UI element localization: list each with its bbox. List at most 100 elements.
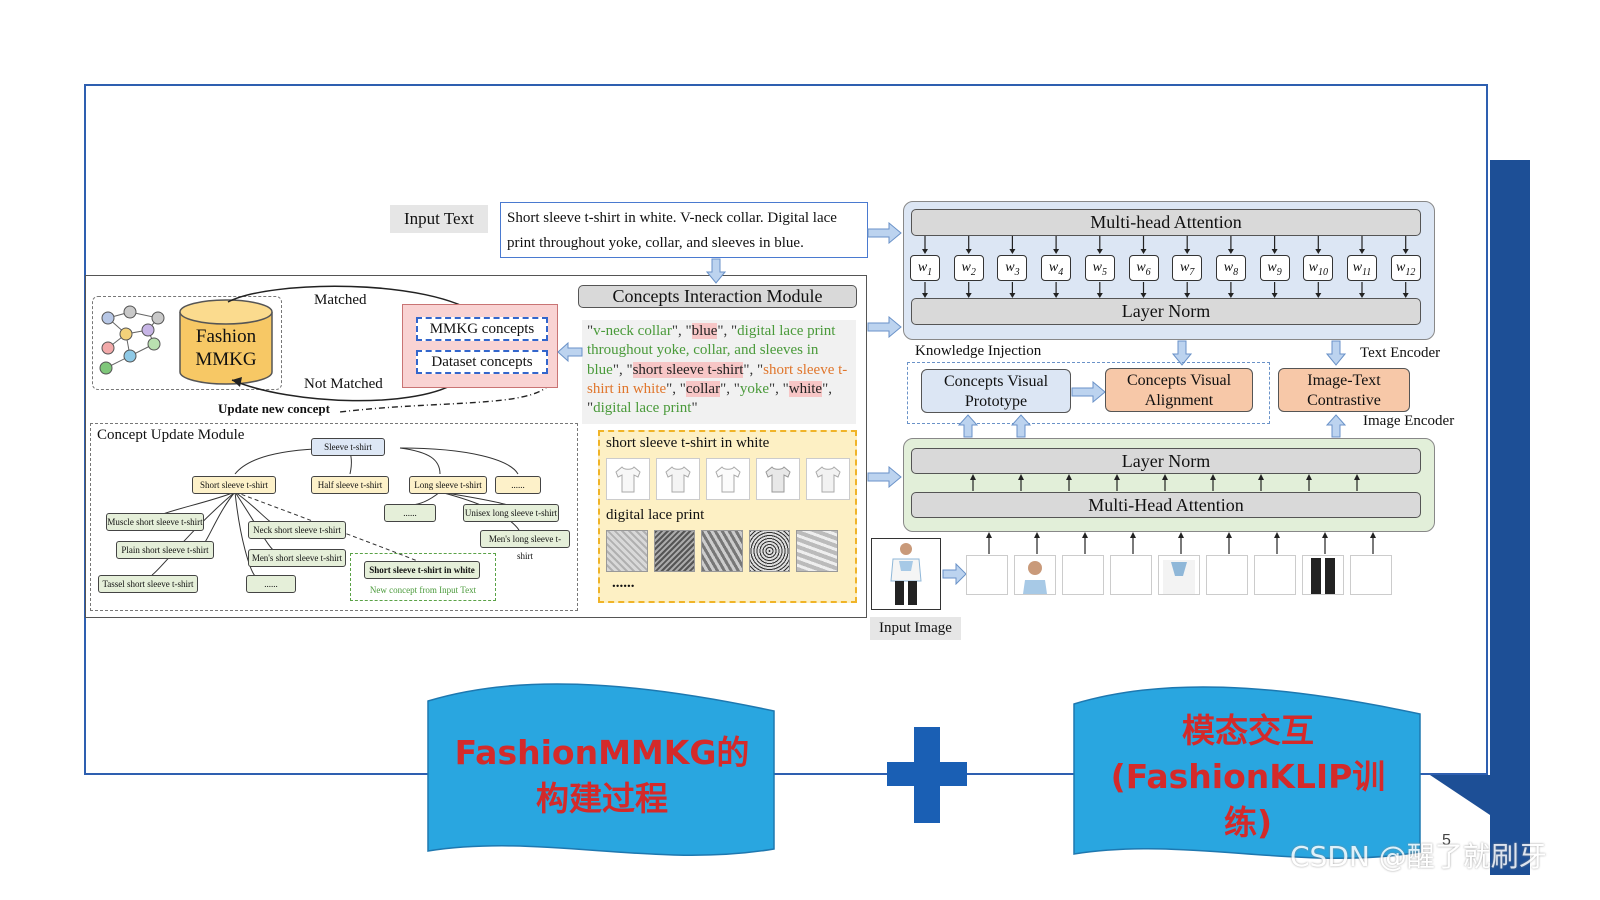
arrow-left-icon — [557, 341, 583, 363]
tshirt-icon — [715, 466, 741, 493]
weight-arrowhead — [1009, 249, 1016, 254]
matched-label: Matched — [314, 292, 367, 308]
mmkg-concepts: MMKG concepts — [416, 317, 548, 341]
new-concept-caption: New concept from Input Text — [369, 585, 477, 595]
layernorm-arrows — [970, 474, 1360, 491]
image-text-contrastive: Image-Text Contrastive — [1278, 368, 1410, 412]
concept-fragment: ", " — [769, 380, 789, 397]
weight-index: 9 — [1276, 266, 1282, 278]
input-text-label: Input Text — [390, 205, 488, 233]
left-banner-shape — [427, 683, 775, 856]
tree-node-long: Long sleeve t-shirt — [409, 476, 487, 494]
database-icon — [179, 299, 273, 385]
weight-arrowhead — [965, 249, 972, 254]
tshirt-image — [706, 458, 750, 500]
weight-w2: w2 — [953, 255, 984, 281]
knowledge-injection-label: Knowledge Injection — [915, 343, 1042, 359]
concept-fragment: ", " — [587, 380, 832, 417]
up-arrowhead — [1018, 474, 1024, 480]
arrow-up-icon — [958, 414, 978, 438]
image-patch — [1158, 555, 1200, 595]
tree-node-mens: Men's short sleeve t-shirt — [248, 549, 346, 567]
arrow-up-icon — [1326, 414, 1346, 438]
left-panel — [85, 275, 867, 618]
layer-norm-top: Layer Norm — [911, 298, 1421, 325]
concept-fragment: ", " — [743, 361, 764, 378]
up-arrowhead — [1210, 474, 1216, 480]
weight-symbol: w — [1092, 260, 1102, 275]
weight-w8: w8 — [1215, 255, 1246, 281]
image-encoder-label: Image Encoder — [1363, 413, 1455, 429]
concepts-interaction-module: Concepts Interaction Module — [578, 285, 857, 308]
tree-node-unisex: Unisex long sleeve t-shirt — [463, 504, 559, 522]
pants-patch-icon — [1311, 558, 1335, 594]
concept-fragment: digital lace print — [593, 400, 692, 417]
shirt-patch-icon — [1163, 560, 1195, 594]
weight-arrowhead — [922, 293, 928, 298]
up-arrowhead — [1082, 532, 1088, 538]
tree-node-tassel: Tassel short sleeve t-shirt — [98, 575, 198, 593]
right-decor-band — [1490, 160, 1530, 875]
weight-arrowhead — [1096, 293, 1103, 298]
right-decor-triangle — [1430, 775, 1490, 815]
weight-index: 10 — [1317, 266, 1328, 278]
arrow-down-icon — [1172, 340, 1192, 366]
weight-arrowhead — [1402, 249, 1409, 254]
concept-fragment: digital lace print throughout yoke, coll… — [587, 323, 836, 378]
up-arrowhead — [986, 532, 992, 538]
weight-symbol: w — [917, 260, 928, 275]
weight-index: 4 — [1058, 266, 1064, 278]
cvp-line2: Prototype — [964, 393, 1028, 410]
weight-arrowhead — [1359, 293, 1365, 298]
input-image-label: Input Image — [870, 617, 961, 640]
arrow-right-icon — [867, 316, 902, 338]
tree-node-dots: ...... — [495, 476, 541, 494]
tree-node-neck: Neck short sleeve t-shirt — [248, 521, 346, 539]
update-new-concept-label: Update new concept — [218, 401, 330, 416]
lace-image — [701, 530, 743, 572]
mmkg-area — [92, 296, 282, 390]
up-arrowhead — [1130, 532, 1136, 538]
concept-fragment: short sleeve t-shirt in white — [587, 361, 848, 397]
lace-row — [606, 530, 838, 572]
weight-w3: w3 — [997, 255, 1028, 281]
weight-arrowhead — [1402, 293, 1409, 298]
weight-arrowhead — [965, 293, 972, 298]
tree-node-plain: Plain short sleeve t-shirt — [116, 541, 214, 559]
left-banner-text: FashionMMKG的 构建过程 — [430, 730, 774, 822]
knowledge-injection-area — [907, 362, 1270, 424]
arrow-down-icon — [706, 258, 726, 284]
weight-symbol: w — [1136, 260, 1146, 275]
weight-w6: w6 — [1128, 255, 1159, 281]
concept-fragment: short sleeve t-shirt — [632, 361, 744, 378]
concept-update-area — [90, 423, 578, 611]
left-banner-line1: FashionMMKG的 — [454, 733, 750, 772]
weight-arrowhead — [1315, 293, 1322, 298]
right-banner-line3: 练) — [1223, 803, 1273, 842]
multihead-attention-top: Multi-head Attention — [911, 209, 1421, 236]
tshirt-image — [656, 458, 700, 500]
up-arrowhead — [970, 474, 976, 480]
weight-arrowhead — [1271, 293, 1278, 298]
up-arrowhead — [1066, 474, 1072, 480]
right-banner-shape — [1073, 686, 1421, 859]
weight-symbol: w — [1048, 260, 1059, 275]
concepts-visual-alignment: Concepts Visual Alignment — [1105, 368, 1253, 412]
concept-fragment: ", " — [671, 323, 692, 339]
tree-node-new-concept: Short sleeve t-shirt in white — [364, 561, 480, 579]
concept-fragment: ", " — [666, 380, 686, 397]
gallery-title-2: digital lace print — [606, 507, 705, 523]
weight-symbol: w — [1005, 260, 1015, 275]
arrow-up-icon — [1011, 414, 1031, 438]
new-concept-area — [350, 553, 496, 601]
fashion-mmkg-label: Fashion MMKG — [176, 325, 276, 371]
image-patch — [1014, 555, 1056, 595]
weight-w9: w9 — [1259, 255, 1290, 281]
lace-image — [606, 530, 648, 572]
concept-fragment: v-neck collar — [593, 323, 672, 339]
weight-index: 12 — [1405, 266, 1416, 278]
weight-index: 5 — [1101, 266, 1107, 278]
not-matched-label: Not Matched — [304, 376, 383, 392]
image-patch — [1302, 555, 1344, 595]
